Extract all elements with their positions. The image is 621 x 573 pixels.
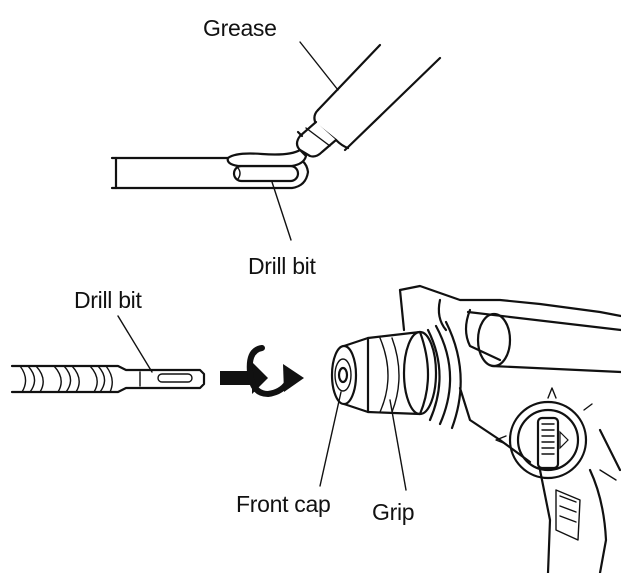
mode-selector-dial xyxy=(495,387,593,480)
drill-bit-top-label: Drill bit xyxy=(248,253,316,279)
grease-application-illustration: Grease Drill bit xyxy=(110,15,442,279)
insert-and-rotate-arrow-icon xyxy=(220,345,304,398)
grease-leader-line xyxy=(299,41,339,91)
grip-sleeve xyxy=(366,320,462,430)
drill-bit-left-label: Drill bit xyxy=(74,287,142,313)
grip-leader-line xyxy=(389,399,407,491)
rotary-hammer-illustration: Front cap Grip xyxy=(236,284,621,573)
drill-bit-left-leader-line xyxy=(117,315,153,373)
grip-label: Grip xyxy=(372,499,414,525)
drill-bit-spiral xyxy=(10,364,206,394)
grease-label: Grease xyxy=(203,15,277,41)
front-cap-leader-line xyxy=(319,391,342,487)
grease-tube xyxy=(226,43,442,168)
drill-bit-top-leader-line xyxy=(271,181,292,241)
front-cap-label: Front cap xyxy=(236,491,330,517)
drill-bit-insertion-illustration: Drill bit xyxy=(10,287,304,398)
front-cap xyxy=(330,336,370,414)
